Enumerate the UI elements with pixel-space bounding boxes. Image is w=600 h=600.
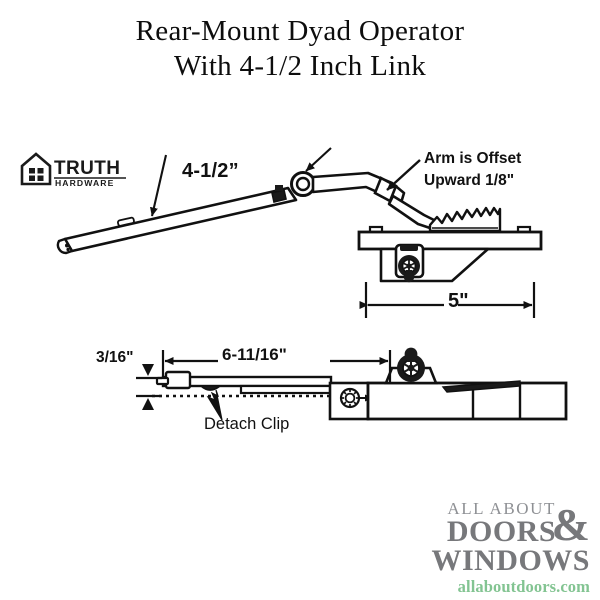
spindle-hub	[394, 243, 425, 283]
link-arm-tab	[271, 189, 287, 203]
link-arm	[56, 185, 298, 255]
logo-ampersand: &	[551, 499, 590, 550]
label-arm-offset-line-1: Arm is Offset	[424, 150, 522, 167]
page-title-line-1: Rear-Mount Dyad Operator	[135, 15, 465, 47]
plan-base-plate	[366, 380, 568, 421]
label-base-width: 5"	[448, 290, 469, 312]
arm-tip	[155, 376, 170, 386]
logo-line-doors: DOORS	[446, 515, 556, 548]
pivot-ring-joint	[290, 171, 316, 197]
dimension-3-16	[136, 364, 162, 410]
label-clip-length: 6-11/16"	[222, 345, 287, 364]
label-clip-height: 3/16"	[96, 349, 134, 366]
operator-arm	[311, 171, 440, 232]
plan-pivot-block	[328, 381, 373, 421]
label-detach-clip: Detach Clip	[204, 415, 290, 433]
logo-url: allaboutdoors.com	[457, 576, 590, 596]
detach-clip	[198, 385, 223, 391]
gear-sector	[428, 206, 502, 233]
dimension-5-inch	[359, 282, 536, 318]
house-window-icon	[20, 152, 52, 186]
leader-pivot-ring	[305, 147, 332, 172]
operator-housing	[357, 225, 543, 283]
truth-hardware-logo: TRUTH HARDWARE	[18, 146, 130, 190]
logo-line-windows: WINDOWS	[431, 543, 590, 577]
top-view-assembly	[56, 147, 543, 318]
label-arm-offset: Arm is Offset Upward 1/8"	[424, 148, 521, 193]
hardware-wordmark: HARDWARE	[55, 178, 114, 188]
page-title: Rear-Mount Dyad Operator With 4-1/2 Inch…	[0, 14, 600, 85]
page-title-line-2: With 4-1/2 Inch Link	[173, 50, 427, 83]
dimension-6-11-16	[161, 350, 392, 382]
plan-spindle-knob	[384, 347, 438, 385]
arm-sleeve	[164, 370, 192, 390]
bottom-view-assembly	[136, 347, 568, 421]
allaboutdoors-logo: & ALL ABOUT DOORS WINDOWS allaboutdoors.…	[410, 499, 590, 596]
leader-link-left	[150, 154, 168, 217]
link-arm-slot	[117, 216, 135, 227]
truth-wordmark: TRUTH	[54, 158, 120, 179]
logo-line-all-about: ALL ABOUT	[447, 499, 556, 518]
label-link-length: 4-1/2”	[182, 160, 239, 182]
leader-arm-offset	[386, 159, 421, 191]
leader-detach-clip	[206, 389, 223, 421]
label-arm-offset-line-2: Upward 1/8"	[424, 172, 515, 190]
flat-arm-bar	[155, 370, 335, 395]
